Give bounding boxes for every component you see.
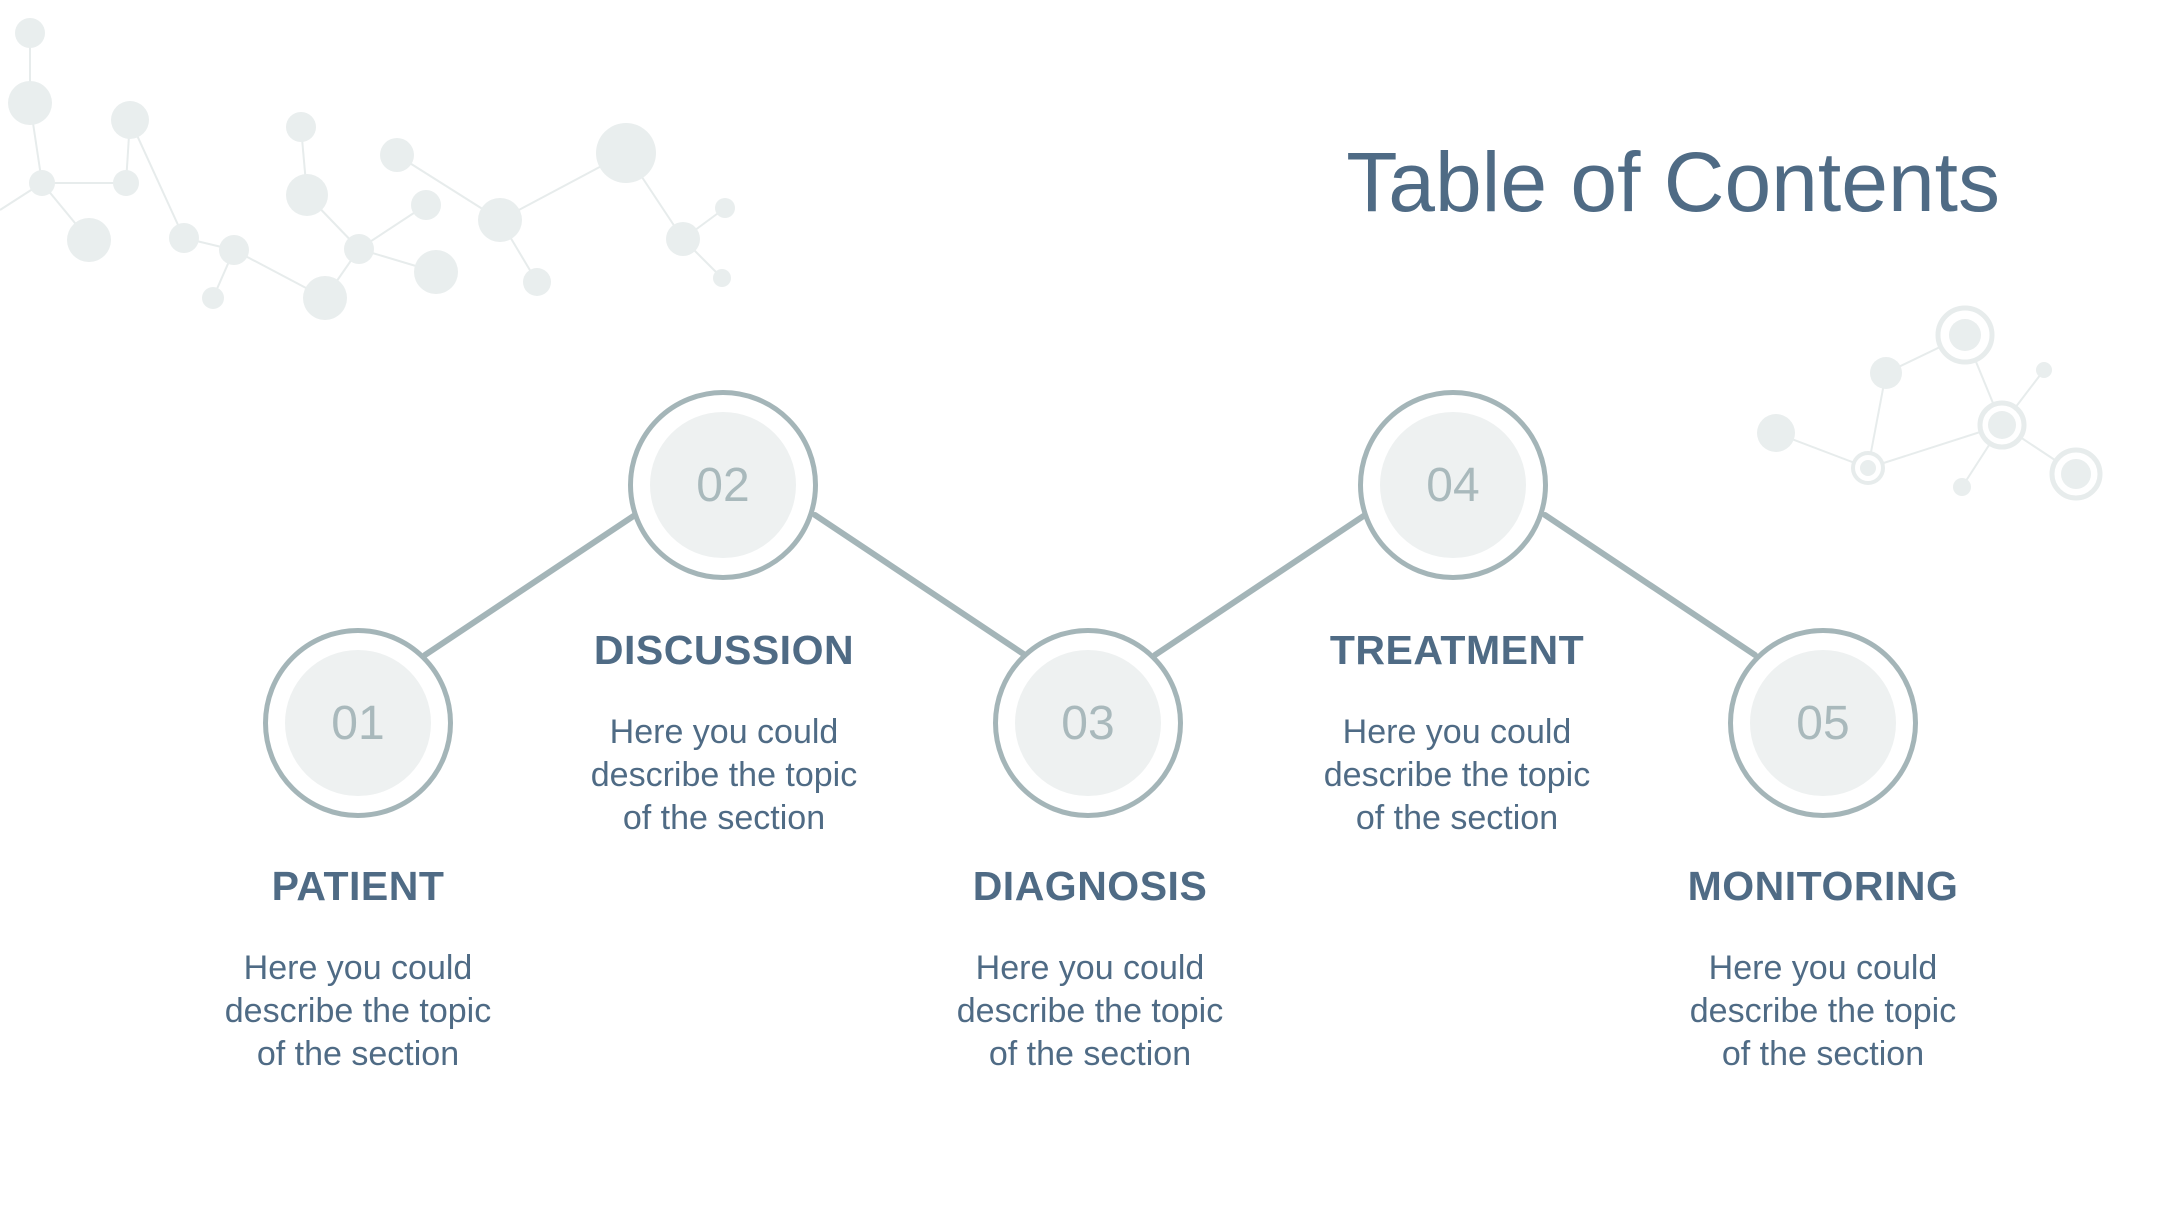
section-heading: MONITORING [1687, 863, 1959, 909]
molecule-decoration-top-left [0, 18, 735, 320]
section-description: Here you could describe the topic of the… [1323, 713, 1591, 837]
connector-03-04 [1152, 512, 1368, 658]
section-heading: DIAGNOSIS [972, 863, 1208, 909]
molecule-decoration-right [1757, 305, 2103, 501]
section-treatment: TREATMENT Here you could describe the to… [1247, 630, 1667, 840]
section-description: Here you could describe the topic of the… [590, 713, 858, 837]
step-circle-05: 05 [1728, 628, 1918, 818]
step-number-05: 05 [1750, 650, 1896, 796]
step-circle-01: 01 [263, 628, 453, 818]
step-number-04: 04 [1380, 412, 1526, 558]
step-circle-03: 03 [993, 628, 1183, 818]
connector-01-02 [422, 512, 638, 658]
section-heading: TREATMENT [1329, 627, 1585, 673]
step-number-02: 02 [650, 412, 796, 558]
page-title: Table of Contents [1346, 135, 2000, 229]
section-patient: PATIENT Here you could describe the topi… [148, 866, 568, 1076]
section-description: Here you could describe the topic of the… [224, 949, 492, 1073]
step-circle-04: 04 [1358, 390, 1548, 580]
section-heading: DISCUSSION [593, 627, 855, 673]
section-monitoring: MONITORING Here you could describe the t… [1613, 866, 2033, 1076]
connector-02-03 [812, 512, 1028, 658]
section-description: Here you could describe the topic of the… [956, 949, 1224, 1073]
step-circle-02: 02 [628, 390, 818, 580]
step-number-03: 03 [1015, 650, 1161, 796]
section-heading: PATIENT [271, 863, 445, 909]
section-description: Here you could describe the topic of the… [1689, 949, 1957, 1073]
section-diagnosis: DIAGNOSIS Here you could describe the to… [880, 866, 1300, 1076]
step-number-01: 01 [285, 650, 431, 796]
connector-04-05 [1542, 512, 1758, 658]
section-discussion: DISCUSSION Here you could describe the t… [514, 630, 934, 840]
